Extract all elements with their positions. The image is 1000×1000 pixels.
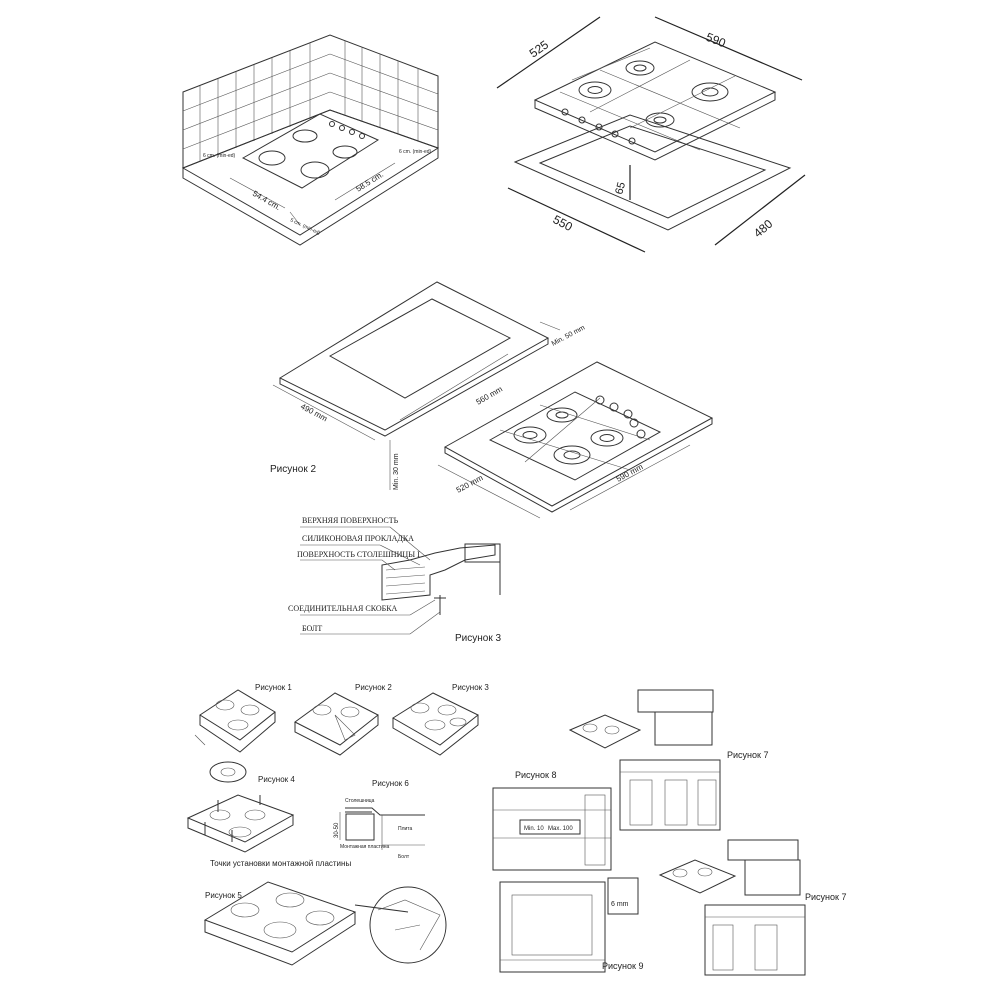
step-4: Рисунок 4 Точки установки монтажной плас… [186,761,351,868]
fig2-caption: Рисунок 2 [270,464,316,475]
step-6-plate: Монтажная пластина [340,844,390,850]
clearance-front: 5 cm. (min-ed) [289,217,321,236]
dim-480: 480 [751,216,776,240]
step-6-board: Плита [398,826,413,832]
dim-65: 65 [613,181,628,196]
figure-8: Min. 10 Max. 100 Рисунок 8 [492,770,612,871]
hob-on-board [443,361,714,513]
step-6: Рисунок 6 Столешница 30-50 Монтажная пла… [334,779,425,860]
step-2-caption: Рисунок 2 [355,683,392,692]
clearance-left: 6 cm. (min-ed) [203,153,236,159]
fig3-callout-counter: ПОВЕРХНОСТЬ СТОЛЕШНИЦЫ I [297,550,420,559]
fig8-max100: Max. 100 [548,826,573,832]
cutout-board [278,281,550,437]
step-1-caption: Рисунок 1 [255,683,292,692]
fig2-min50-label: Min. 50 mm [551,324,587,347]
kitchen-install-view: 54.4 cm. 58.5 cm. 6 cm. (min-ed) 6 cm. (… [181,34,440,246]
countertop [181,109,440,246]
dim-54-4: 54.4 cm. [251,189,282,212]
figure-9: 6 mm Рисунок 9 [499,877,643,973]
clearance-right: 6 cm. (min-ed) [399,149,432,155]
step-3-caption: Рисунок 3 [452,683,489,692]
fig3-callout-top: ВЕРХНЯЯ ПОВЕРХНОСТЬ [302,516,399,525]
fig2-dim-590: 590 mm [615,462,645,484]
fig3-callout-bracket: СОЕДИНИТЕЛЬНАЯ СКОБКА [288,604,398,613]
fig3-callout-bolt: БОЛТ [302,624,322,633]
small-hob [241,113,380,189]
step-6-caption: Рисунок 6 [372,779,409,788]
step-6-bolt: Болт [398,854,410,860]
figure-7-top: Рисунок 7 [568,689,768,831]
fig7-bottom-caption: Рисунок 7 [805,892,846,902]
step-2: Рисунок 2 [294,683,392,756]
step-1: Рисунок 1 [194,683,292,753]
figure-2-cutout: Min. 50 mm 490 mm 560 mm Min. 30 mm 520 … [270,281,714,519]
fig3-caption: Рисунок 3 [455,633,501,644]
step-5-caption: Рисунок 5 [205,891,242,900]
dim-525: 525 [527,37,552,60]
fig3-callout-gasket: СИЛИКОНОВАЯ ПРОКЛАДКА [302,534,414,543]
figure-7-bottom: Рисунок 7 [658,839,846,976]
step-6-countertop: Столешница [345,798,375,804]
step-4-caption: Рисунок 4 [258,775,295,784]
mount-points-caption: Точки установки монтажной пластины [210,859,351,868]
hob-dimensions-view: 525 590 65 550 480 [496,16,806,253]
step-3: Рисунок 3 [392,683,489,756]
hob-top [533,41,777,161]
fig7-top-caption: Рисунок 7 [727,750,768,760]
fig8-min10: Min. 10 [524,826,544,832]
fig2-min30-label: Min. 30 mm [393,453,400,490]
fig9-gap: 6 mm [611,901,629,908]
fig8-caption: Рисунок 8 [515,770,556,780]
hob-gasket [513,114,792,231]
step-figures-1-3: Рисунок 1 Рисунок 2 Рисунок 3 [194,683,489,756]
dim-58-5: 58.5 cm. [354,170,385,194]
step-5: Рисунок 5 [203,881,447,966]
fig2-dim-560: 560 mm [475,384,505,406]
fig9-caption: Рисунок 9 [602,961,643,971]
figure-3-section: ВЕРХНЯЯ ПОВЕРХНОСТЬ СИЛИКОНОВАЯ ПРОКЛАДК… [288,516,501,644]
fig2-dim-490: 490 mm [299,402,329,424]
step-6-range: 30-50 [334,822,340,838]
dim-550: 550 [551,212,576,234]
